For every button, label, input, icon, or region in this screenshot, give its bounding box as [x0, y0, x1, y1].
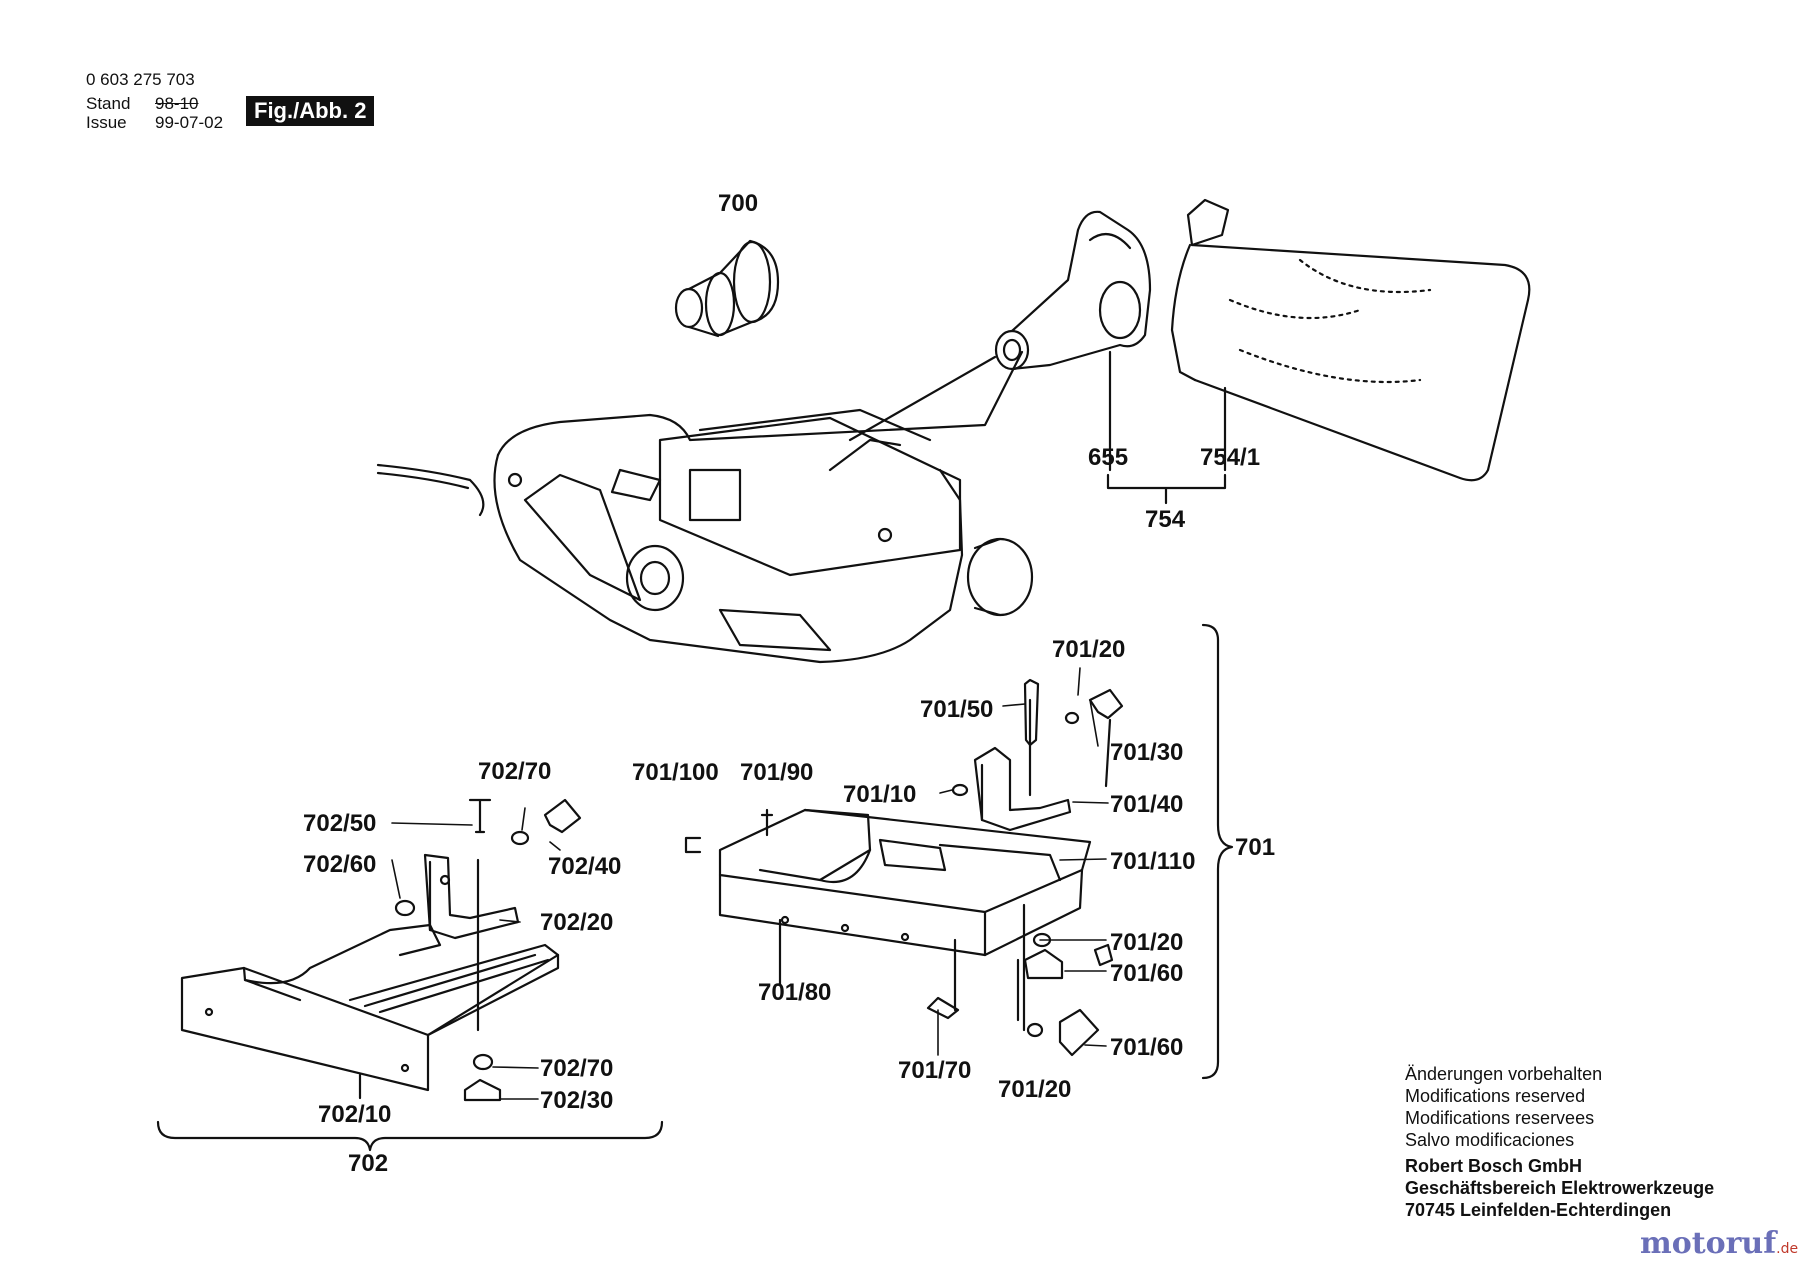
label-702: 702 [348, 1150, 389, 1177]
label-702-50: 702/50 [303, 810, 377, 837]
label-701-80: 701/80 [758, 979, 832, 1006]
label-701-60-mid: 701/60 [1110, 960, 1184, 987]
issue-value: 99-07-02 [155, 113, 224, 132]
label-702-40: 702/40 [548, 853, 622, 880]
label-701-40: 701/40 [1110, 791, 1184, 818]
dust-bag-754-1-drawing [1170, 198, 1531, 482]
label-701-10: 701/10 [843, 781, 917, 808]
label-701-100: 701/100 [632, 759, 719, 786]
belt-sander-drawing [376, 350, 1034, 664]
label-700: 700 [718, 190, 759, 217]
label-701-20-mid: 701/20 [1110, 929, 1184, 956]
parallel-guide-701-drawing [684, 678, 1124, 1057]
note-line-fr: Modifications reservees [1405, 1108, 1595, 1128]
label-702-60: 702/60 [303, 851, 377, 878]
rip-fence-702-drawing [180, 798, 582, 1102]
label-701: 701 [1235, 834, 1276, 861]
company-division: Geschäftsbereich Elektrowerkzeuge [1405, 1178, 1715, 1198]
company-address: 70745 Leinfelden-Echterdingen [1405, 1200, 1672, 1220]
company-name: Robert Bosch GmbH [1405, 1156, 1583, 1176]
note-line-es: Salvo modificaciones [1405, 1130, 1575, 1150]
label-701-20-bot: 701/20 [998, 1076, 1072, 1103]
brace-702 [156, 1120, 664, 1152]
part-number: 0 603 275 703 [86, 70, 195, 89]
label-702-10: 702/10 [318, 1101, 392, 1128]
label-702-70-top: 702/70 [478, 758, 552, 785]
note-line-de: Änderungen vorbehalten [1405, 1064, 1603, 1084]
label-701-60-bot: 701/60 [1110, 1034, 1184, 1061]
label-702-30: 702/30 [540, 1087, 614, 1114]
label-701-30: 701/30 [1110, 739, 1184, 766]
label-754-1: 754/1 [1200, 444, 1261, 471]
dust-nozzle-655-drawing [994, 210, 1152, 472]
watermark-suffix: .de [1776, 1241, 1799, 1257]
brace-701 [1201, 623, 1234, 1080]
bracket-754 [1106, 473, 1227, 505]
label-702-20: 702/20 [540, 909, 614, 936]
notes-block: Änderungen vorbehalten Modifications res… [1405, 1063, 1714, 1221]
label-701-50: 701/50 [920, 696, 994, 723]
label-701-70: 701/70 [898, 1057, 972, 1084]
stand-label: Stand [86, 94, 131, 113]
label-655: 655 [1088, 444, 1129, 471]
label-754: 754 [1145, 506, 1186, 533]
label-701-90: 701/90 [740, 759, 814, 786]
label-701-110: 701/110 [1110, 848, 1196, 875]
label-702-70-bot: 702/70 [540, 1055, 614, 1082]
watermark-text: motoruf [1640, 1226, 1777, 1261]
watermark: motoruf.de [1640, 1226, 1798, 1261]
adapter-700-drawing [674, 239, 780, 338]
leader-lines [391, 667, 1109, 1100]
figure-label: Fig./Abb. 2 [246, 96, 375, 126]
stand-value: 98-10 [155, 94, 199, 113]
note-line-en: Modifications reserved [1405, 1086, 1586, 1106]
issue-label: Issue [86, 113, 127, 132]
label-701-20-top: 701/20 [1052, 636, 1126, 663]
